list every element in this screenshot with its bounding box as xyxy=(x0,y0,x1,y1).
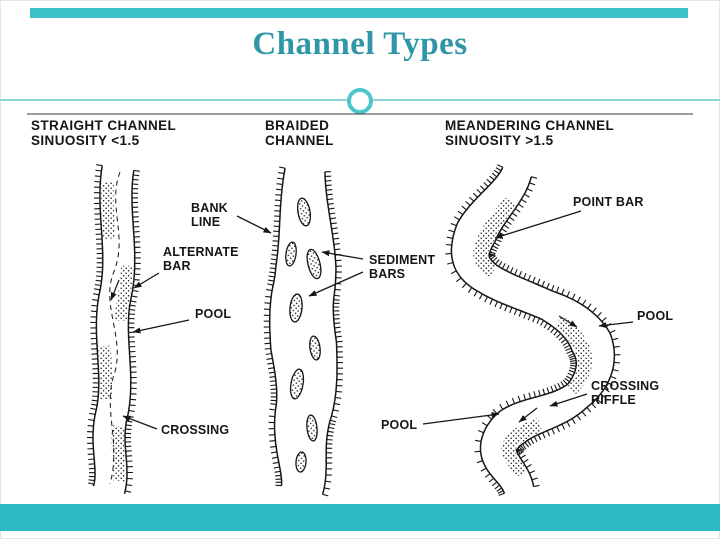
meander-flow-arrow-lower xyxy=(518,407,538,423)
crossing-riffle-label-line2: RIFFLE xyxy=(591,393,636,407)
braided-channel-drawing-bank-line xyxy=(321,171,338,495)
straight-channel-thalweg xyxy=(109,171,121,485)
alternate-bar-label-line1: ALTERNATE xyxy=(163,245,239,259)
point-bar-label: POINT BAR xyxy=(573,195,644,209)
pool-left-label: POOL xyxy=(195,307,231,321)
pool-left-arrow xyxy=(132,319,190,334)
sediment-bar-island xyxy=(289,368,305,400)
crossing-left-label: CROSSING xyxy=(161,423,229,437)
meandering-channel-drawing-bank-line xyxy=(450,166,578,494)
straight-channel-drawing-bank-hatching xyxy=(125,169,141,493)
straight-channel-drawing xyxy=(87,164,141,494)
meandering-channel-drawing xyxy=(445,164,621,496)
pool-center-label: POOL xyxy=(381,418,417,432)
braided-channel-drawing xyxy=(263,166,344,497)
meandering-channel-drawing-bar-stipple xyxy=(473,197,516,277)
crossing-left-arrow xyxy=(122,415,158,430)
straight-channel-drawing-bank-line xyxy=(92,165,104,487)
straight-channel-heading-line2: SINUOSITY <1.5 xyxy=(31,133,140,148)
pool-right-arrow xyxy=(598,321,634,329)
point-bar-arrow xyxy=(494,210,582,239)
pool-center-arrow xyxy=(422,412,500,425)
crossing-riffle-label-line1: CROSSING xyxy=(591,379,659,393)
bank-line-label-line1: BANK xyxy=(191,201,228,215)
top-accent-bar xyxy=(30,8,688,18)
page-title: Channel Types xyxy=(252,26,468,62)
straight-channel-drawing-bar-stipple xyxy=(98,345,113,401)
sediment-bars-arrow-upper xyxy=(321,250,364,260)
straight-channel-drawing-bar-stipple xyxy=(111,425,126,482)
alternate-bar-label-line2: BAR xyxy=(163,259,191,273)
crossing-riffle-arrow xyxy=(549,393,588,407)
bank-line-label-line2: LINE xyxy=(191,215,220,229)
straight-channel-drawing-bank-line xyxy=(123,170,136,494)
braided-channel-drawing-bank-hatching xyxy=(263,166,286,487)
meandering-channel-drawing-bar-stipple xyxy=(501,418,543,478)
meandering-channel-drawing-bank-line xyxy=(488,176,616,487)
sediment-bars-arrow-lower xyxy=(308,271,364,297)
channel-drawings xyxy=(87,164,621,497)
sediment-bar-island xyxy=(306,248,322,280)
meandering-channel-drawing-bar-stipple xyxy=(555,315,593,395)
braided-channel-drawing-bank-hatching xyxy=(322,171,344,497)
straight-channel-drawing-bank-hatching xyxy=(87,164,103,485)
straight-flow-arrow xyxy=(110,279,120,301)
straight-channel-drawing-bar-stipple xyxy=(101,182,116,239)
divider-ring-ornament xyxy=(347,88,373,114)
pool-right-label: POOL xyxy=(637,309,673,323)
meandering-channel-drawing-bank-hatching xyxy=(445,164,577,496)
channel-types-diagram: STRAIGHT CHANNEL SINUOSITY <1.5 BRAIDED … xyxy=(25,112,695,500)
straight-channel-drawing-bar-stipple xyxy=(114,265,134,321)
sediment-bar-island xyxy=(285,241,297,267)
sediment-bar-island xyxy=(295,451,307,473)
sediment-bars-label-line1: SEDIMENT xyxy=(369,253,435,267)
meandering-channel-heading-line1: MEANDERING CHANNEL xyxy=(445,118,614,133)
sediment-bar-island xyxy=(306,414,318,442)
alternate-bar-arrow xyxy=(133,272,160,289)
bank-line-arrow xyxy=(236,215,272,234)
meandering-channel-heading-line2: SINUOSITY >1.5 xyxy=(445,133,554,148)
sediment-bar-island xyxy=(289,293,303,323)
sediment-bars-label-line2: BARS xyxy=(369,267,405,281)
sediment-bar-island xyxy=(309,335,321,361)
straight-channel-heading-line1: STRAIGHT CHANNEL xyxy=(31,118,176,133)
meandering-channel-drawing-bank-hatching xyxy=(488,176,621,488)
sediment-bar-island xyxy=(296,197,312,227)
braided-channel-heading-line1: BRAIDED xyxy=(265,118,329,133)
sediment-bar-islands xyxy=(285,197,322,473)
meander-flow-arrow-upper xyxy=(558,315,578,328)
bottom-accent-bar xyxy=(0,504,720,531)
braided-channel-heading-line2: CHANNEL xyxy=(265,133,334,148)
channel-types-figure: STRAIGHT CHANNEL SINUOSITY <1.5 BRAIDED … xyxy=(27,113,693,497)
